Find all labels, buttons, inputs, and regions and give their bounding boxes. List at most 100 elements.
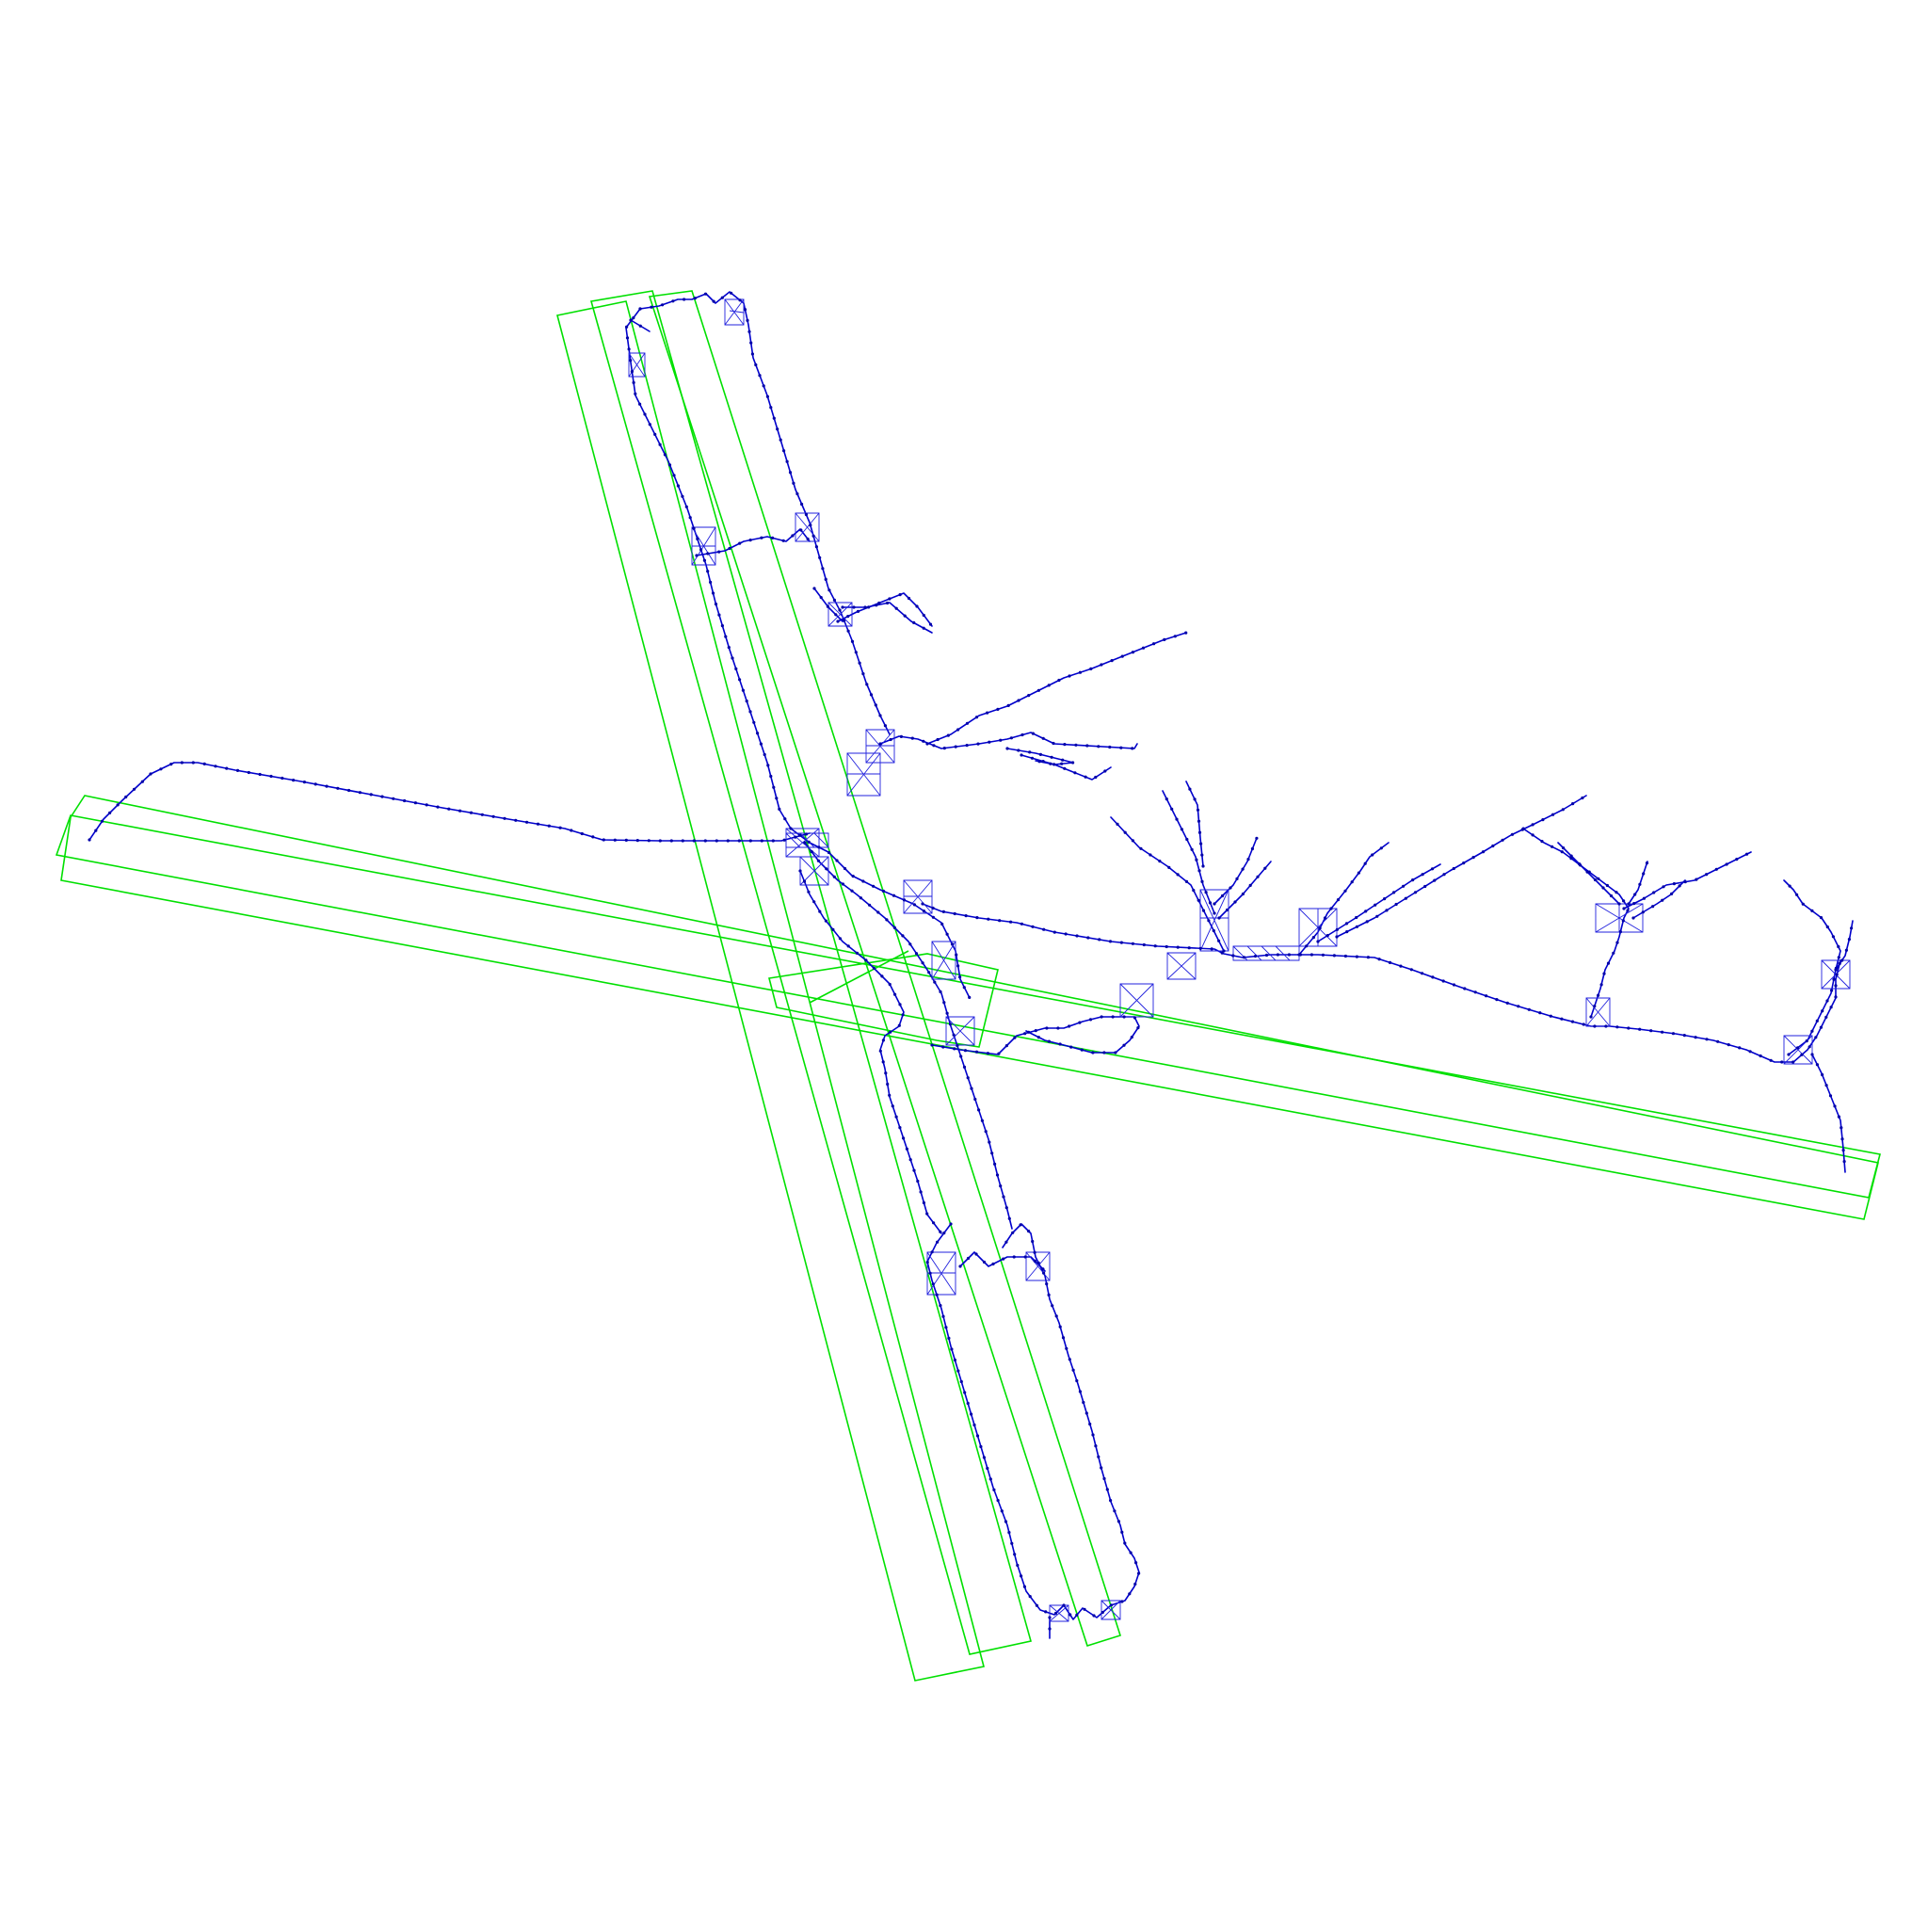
graph-node <box>1128 1592 1132 1596</box>
graph-node <box>1661 898 1664 902</box>
graph-node <box>132 787 137 791</box>
graph-node <box>731 656 734 660</box>
graph-node <box>1831 935 1835 939</box>
graph-node <box>762 384 765 388</box>
graph-node <box>1084 775 1087 779</box>
graph-node <box>1561 808 1565 812</box>
graph-node <box>1821 1072 1824 1077</box>
graph-node <box>991 1262 995 1266</box>
graph-node <box>903 614 907 618</box>
graph-node <box>1073 771 1077 775</box>
graph-node <box>1197 830 1202 834</box>
graph-node <box>798 869 802 873</box>
graph-node <box>1119 746 1123 749</box>
graph-node <box>1371 853 1374 857</box>
graph-node <box>258 772 262 777</box>
graph-node <box>1119 941 1123 944</box>
graph-node <box>726 839 730 843</box>
graph-node <box>1052 763 1056 766</box>
graph-node <box>1323 916 1327 920</box>
graph-node <box>1638 882 1642 886</box>
graph-node <box>1020 1574 1023 1578</box>
graph-node <box>816 859 821 862</box>
graph-node <box>925 1212 929 1216</box>
graph-node <box>1578 862 1582 866</box>
graph-node <box>1815 1019 1819 1022</box>
graph-node <box>1832 977 1836 981</box>
graph-node <box>1017 699 1020 702</box>
graph-node <box>715 839 718 843</box>
graph-node <box>1250 846 1254 851</box>
graph-node <box>413 801 417 805</box>
graph-node <box>1188 787 1192 791</box>
graph-node <box>514 818 518 822</box>
graph-node <box>824 919 828 923</box>
graph-node <box>748 710 752 714</box>
graph-node <box>1631 916 1635 920</box>
graph-node <box>804 512 809 517</box>
taxiway-east-main <box>922 903 1841 1063</box>
graph-node <box>942 747 946 750</box>
graph-node <box>1825 999 1829 1003</box>
graph-node <box>1241 867 1245 871</box>
graph-node <box>1131 839 1134 843</box>
graph-node <box>907 596 911 601</box>
graph-node <box>852 605 856 609</box>
graph-node <box>1335 935 1339 939</box>
graph-node <box>681 839 684 843</box>
graph-node <box>1045 1282 1049 1286</box>
graph-node <box>1142 942 1146 947</box>
graph-node <box>480 813 484 816</box>
node-cluster-meshes <box>628 298 1851 1622</box>
graph-node <box>1570 1020 1575 1023</box>
graph-node <box>1571 802 1575 806</box>
graph-node <box>1033 1250 1036 1254</box>
graph-node <box>986 711 989 715</box>
graph-node <box>625 336 630 340</box>
graph-node <box>1004 1520 1008 1523</box>
graph-node <box>954 745 957 749</box>
graph-node <box>1612 951 1615 955</box>
graph-node <box>1020 922 1023 926</box>
taxiway-fan-3-e <box>1632 879 1686 919</box>
graph-node <box>1615 1025 1619 1029</box>
graph-node <box>325 784 329 788</box>
graph-node <box>750 352 755 356</box>
graph-node <box>1120 654 1124 658</box>
graph-node <box>933 980 937 984</box>
graph-node <box>956 1369 960 1373</box>
graph-node <box>436 805 440 809</box>
graph-node <box>877 601 881 605</box>
graph-node <box>939 990 942 993</box>
graph-node <box>1130 1036 1133 1039</box>
graph-node <box>1838 961 1841 965</box>
graph-node <box>1788 884 1791 888</box>
graph-node <box>491 814 495 818</box>
graph-node <box>1097 1455 1101 1458</box>
graph-node <box>661 303 665 307</box>
graph-node <box>1065 1346 1068 1350</box>
graph-node <box>638 307 642 311</box>
graph-node <box>798 833 802 837</box>
graph-node <box>525 820 529 824</box>
graph-node <box>706 570 710 573</box>
graph-node <box>1824 1084 1828 1087</box>
graph-node <box>632 380 635 384</box>
mesh-south-bottom <box>1049 1600 1121 1622</box>
graph-node <box>1222 949 1226 953</box>
graph-node <box>1394 902 1398 907</box>
graph-node <box>818 910 822 913</box>
graph-node <box>671 299 675 303</box>
graph-node <box>769 774 773 779</box>
graph-node <box>928 622 933 626</box>
graph-node <box>760 536 763 539</box>
graph-node <box>953 911 956 916</box>
graph-node <box>812 587 816 590</box>
graph-node <box>1069 1045 1073 1049</box>
graph-node <box>347 788 351 793</box>
graph-node <box>1061 758 1065 762</box>
graph-node <box>1671 1032 1676 1036</box>
graph-node <box>1627 902 1631 906</box>
graph-node <box>811 534 815 538</box>
